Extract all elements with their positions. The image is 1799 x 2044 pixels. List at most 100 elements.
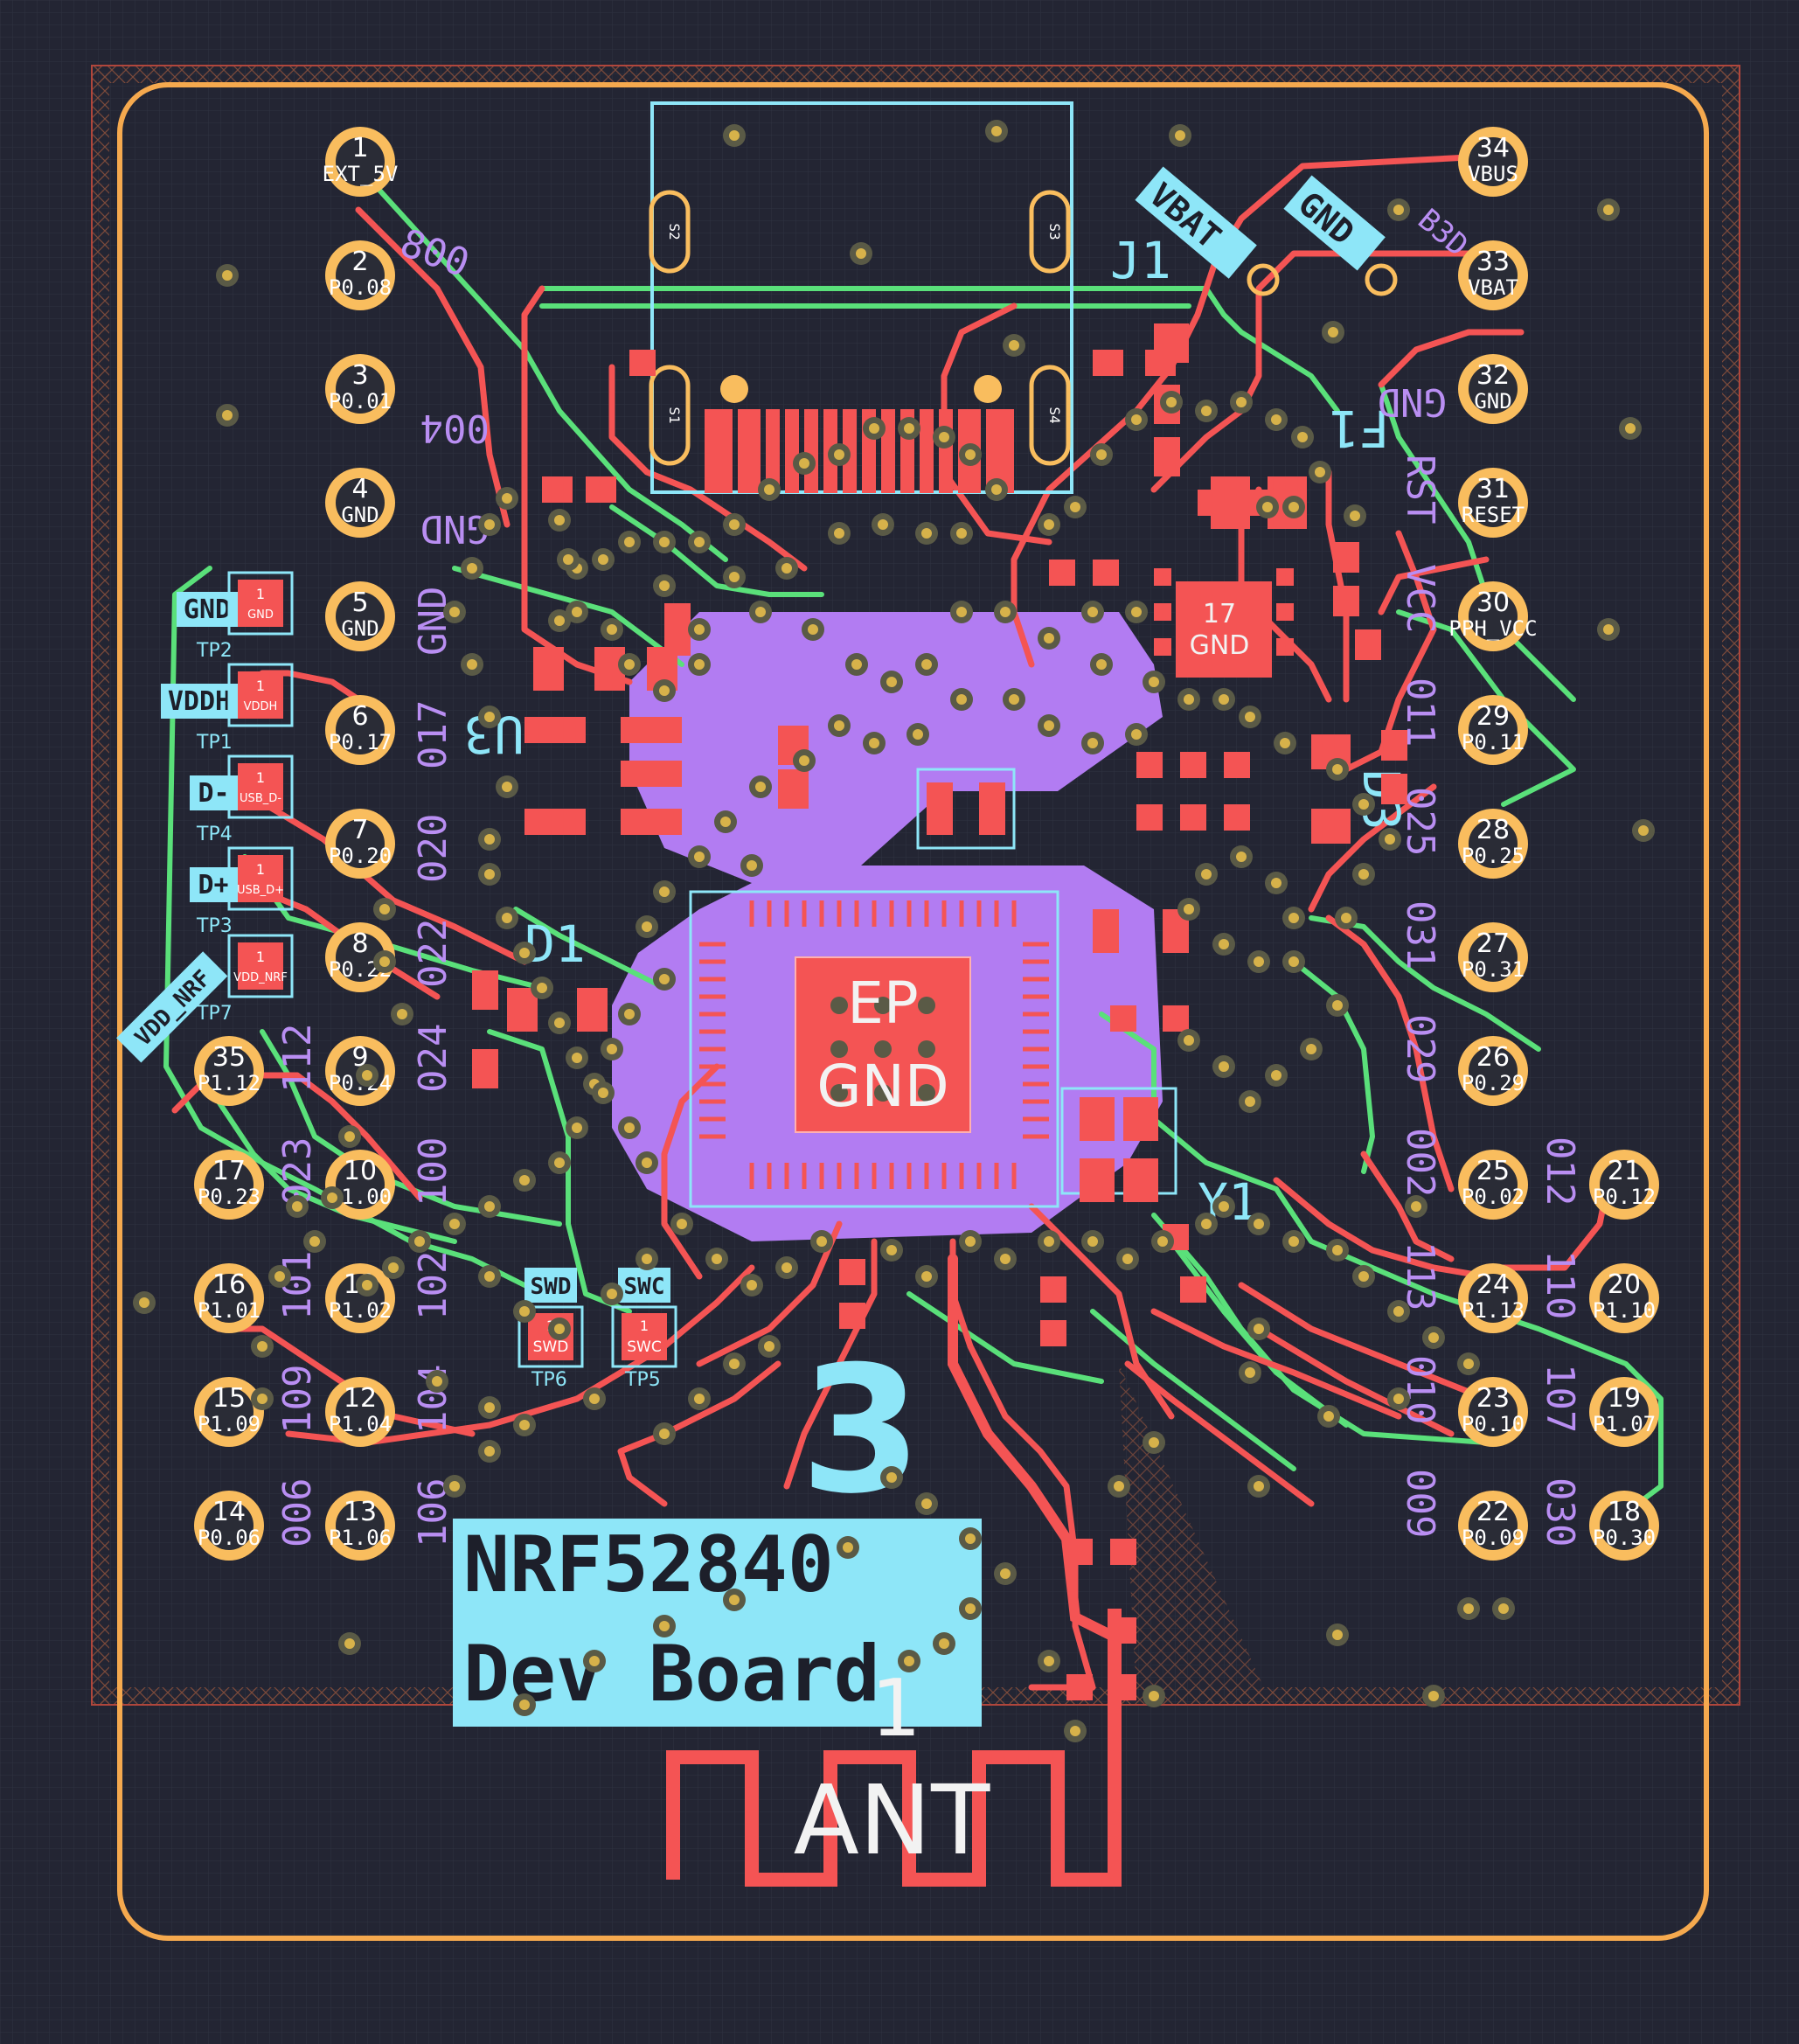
via: [1038, 513, 1060, 536]
pin-label: P1.13: [1462, 1298, 1525, 1323]
pin-number: 7: [351, 815, 368, 845]
via: [601, 1283, 623, 1305]
usb-connector-ref: J1: [1110, 231, 1171, 290]
via: [1405, 1195, 1427, 1218]
via: [461, 653, 483, 676]
pin-number: 6: [351, 701, 368, 732]
via: [1256, 496, 1279, 518]
regulator-pads: [524, 717, 682, 835]
via: [1422, 1685, 1445, 1707]
via: [810, 1230, 833, 1253]
via: [601, 618, 623, 641]
fab-label: 025: [1398, 787, 1442, 856]
via: [443, 1213, 466, 1235]
pin-number: 3: [351, 360, 368, 391]
debug-pad-ref: TP5: [624, 1369, 661, 1391]
pin-drill: [1469, 137, 1518, 186]
via: [373, 898, 396, 921]
pin-label: P0.06: [198, 1526, 260, 1550]
via: [356, 1064, 379, 1087]
pin-drill: [336, 1160, 385, 1209]
pin-label: GND: [341, 616, 379, 641]
via: [1282, 950, 1305, 973]
via: [1239, 706, 1261, 728]
pin-label: P1.09: [198, 1412, 260, 1436]
via: [1282, 1230, 1305, 1253]
pin-label: P0.09: [1462, 1526, 1525, 1550]
via: [286, 1195, 309, 1218]
via: [688, 618, 711, 641]
fab-label: 020: [411, 814, 455, 883]
via: [1457, 1597, 1480, 1620]
via: [1335, 907, 1358, 929]
debug-pad-net: SWC: [624, 1274, 665, 1300]
via: [356, 1274, 379, 1297]
fab-label: 004: [420, 406, 490, 450]
via: [758, 478, 781, 501]
via: [985, 478, 1008, 501]
pin-number: 31: [1476, 474, 1510, 504]
pin-label: P0.30: [1593, 1526, 1656, 1550]
via: [592, 548, 615, 571]
header-pin: 3P0.01: [325, 354, 395, 424]
via: [251, 1335, 274, 1358]
antenna-feed: [948, 1254, 1115, 1640]
via: [959, 1527, 982, 1550]
via: [723, 1352, 746, 1375]
via: [1143, 1431, 1165, 1454]
pin-label: RESET: [1462, 503, 1525, 527]
via: [1212, 1195, 1235, 1218]
via: [1326, 994, 1349, 1017]
via: [1177, 898, 1200, 921]
fab-label: 100: [411, 1137, 455, 1206]
pin-number: 14: [212, 1497, 246, 1527]
via: [1492, 1597, 1515, 1620]
pin-label: P0.25: [1462, 844, 1525, 868]
via: [303, 1230, 326, 1253]
board-title-line1: NRF52840: [463, 1519, 834, 1609]
via: [583, 1650, 606, 1672]
via: [443, 1475, 466, 1498]
via: [618, 653, 641, 676]
pin-drill: [1600, 1501, 1649, 1550]
via: [828, 522, 851, 545]
pin-label: P0.29: [1462, 1071, 1525, 1095]
antenna-trace: [666, 1609, 1122, 1887]
pin-label: P1.12: [198, 1071, 260, 1095]
via: [338, 1125, 361, 1148]
pin-number: 1: [351, 133, 368, 163]
pin-number: 17: [212, 1156, 246, 1186]
via: [915, 1492, 938, 1515]
via: [1309, 461, 1331, 483]
pin-drill: [1469, 478, 1518, 527]
via: [723, 124, 746, 147]
pin-drill: [1469, 1046, 1518, 1095]
via: [1274, 732, 1296, 754]
via: [1291, 426, 1314, 448]
fab-label: GND: [1378, 379, 1447, 424]
pin-drill: [205, 1274, 254, 1323]
test-point-pad: USB_D+: [237, 884, 284, 897]
via: [548, 1012, 571, 1034]
pin-number: 34: [1476, 133, 1510, 163]
via: [478, 706, 501, 728]
via: [566, 1046, 588, 1069]
right-pin-header: 34VBUS33VBAT32GND31RESET30PPH_VCC29P0.11…: [1448, 127, 1538, 1561]
via: [1247, 950, 1270, 973]
via: [959, 1597, 982, 1620]
via: [723, 513, 746, 536]
via: [478, 863, 501, 886]
pin-drill: [336, 819, 385, 868]
via: [1282, 496, 1305, 518]
via: [1116, 1248, 1139, 1270]
usb-pin-s1: S1: [666, 407, 683, 423]
via: [636, 1151, 658, 1174]
fab-label: 012: [1538, 1137, 1582, 1206]
